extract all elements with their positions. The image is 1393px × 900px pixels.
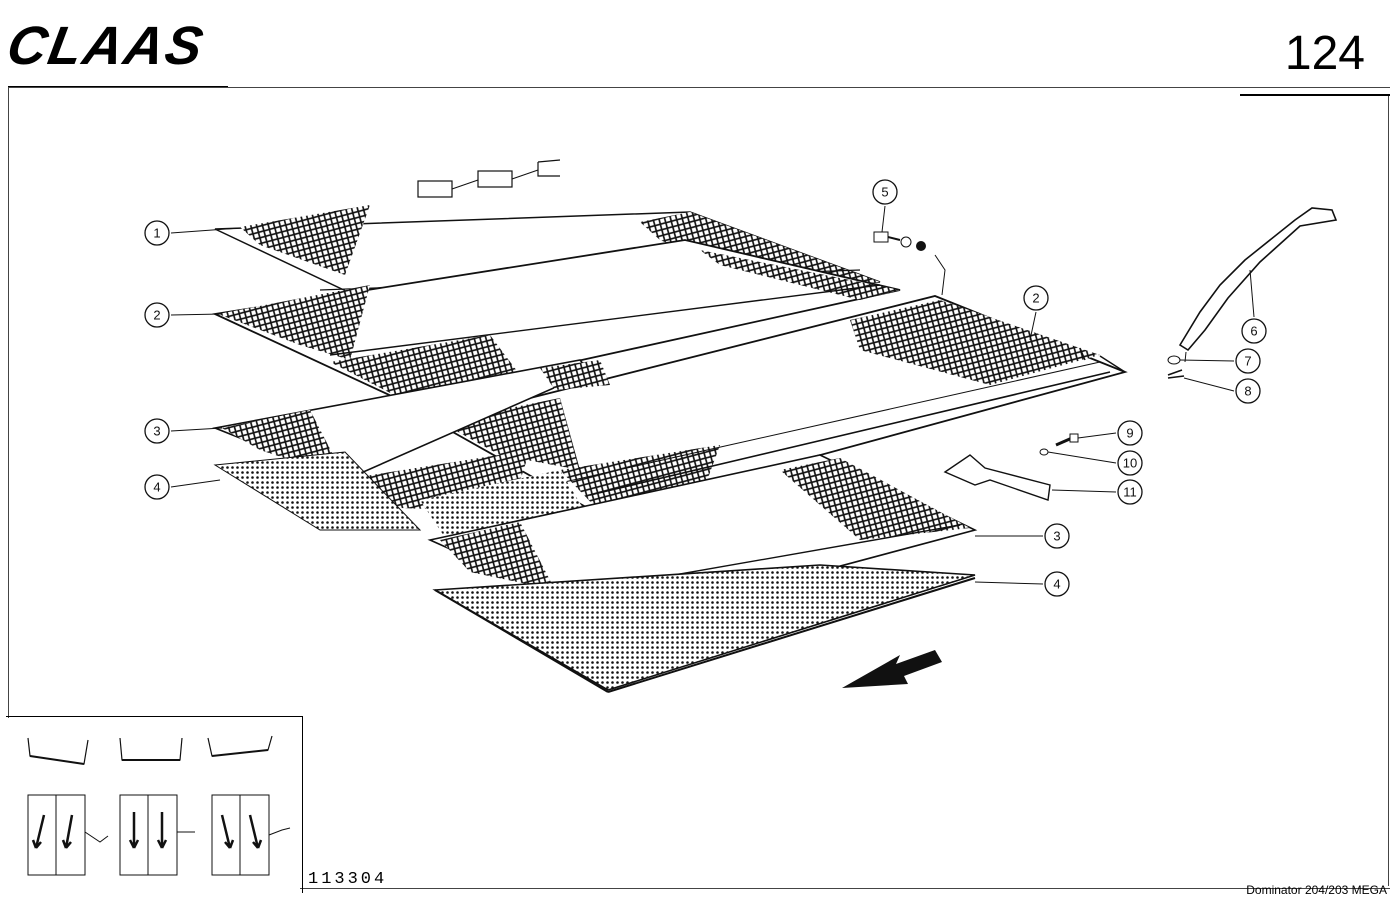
callout-label: 10 (1123, 456, 1137, 471)
callout-leader-line (170, 227, 241, 234)
part-2-sieve-left (211, 239, 901, 401)
callout-leader-line (1077, 432, 1117, 439)
frame-left-rule (8, 88, 9, 718)
part-4-perforated-plate-right (432, 564, 976, 693)
part-8-split-pin (1167, 369, 1185, 379)
callout-label: 5 (881, 185, 888, 200)
callout-label: 9 (1126, 426, 1133, 441)
callout-leader-line (1051, 489, 1117, 493)
callout-circle (1117, 420, 1143, 446)
callout-circle (1044, 571, 1070, 597)
callout-circle (1235, 348, 1261, 374)
callout-label: 3 (1053, 529, 1060, 544)
callout-leader-line (1179, 359, 1235, 362)
callout-leader-line (170, 479, 221, 488)
callout-label: 2 (1032, 291, 1039, 306)
callout-circle (144, 302, 170, 328)
inset-sieve-profiles (27, 735, 273, 765)
callout-label: 11 (1123, 485, 1137, 500)
model-label: Dominator 204/203 MEGA (1246, 883, 1387, 897)
callout-label: 3 (153, 424, 160, 439)
frame-right-rule (1388, 96, 1389, 886)
callout-leader-line (170, 313, 223, 316)
callout-leader-line (974, 581, 1044, 585)
page-number: 124 (1284, 27, 1365, 80)
page-number-underline (1240, 94, 1390, 96)
callout-leader-line (1183, 377, 1235, 392)
callout-leader-line (1029, 311, 1037, 341)
callout-leader-line (1249, 269, 1255, 318)
callout-label: 1 (153, 226, 160, 241)
inset-box (6, 716, 303, 893)
part-5-bolt-assembly (873, 231, 946, 296)
callout-label: 4 (153, 480, 160, 495)
callout-label: 2 (153, 308, 160, 323)
part-7-washer (1167, 355, 1181, 365)
part-10-washer (1039, 448, 1049, 456)
callout-circle (872, 179, 898, 205)
callout-circle (144, 474, 170, 500)
callout-label: 7 (1244, 354, 1251, 369)
frame-bottom-rule (300, 888, 1390, 889)
callout-circle (1023, 285, 1049, 311)
callout-circle (1241, 318, 1267, 344)
callout-leader-line (881, 205, 886, 233)
callout-leader-line (1047, 451, 1117, 464)
callout-circle (144, 220, 170, 246)
drawing-number: 113304 (308, 870, 388, 889)
part-9-bolt (1055, 433, 1079, 447)
direction-arrow-icon (842, 650, 942, 688)
callout-label: 4 (1053, 577, 1060, 592)
frame-top-rule (8, 87, 1390, 88)
callout-circle (1117, 450, 1143, 476)
inset-setting-boxes (27, 794, 291, 876)
callout-circle (1235, 378, 1261, 404)
callout-leader-line (170, 427, 223, 432)
callout-circle (1117, 479, 1143, 505)
part-11-bracket (943, 454, 1051, 501)
callout-label: 8 (1244, 384, 1251, 399)
callout-circle (1044, 523, 1070, 549)
callout-label: 6 (1250, 324, 1257, 339)
callout-circle (144, 418, 170, 444)
